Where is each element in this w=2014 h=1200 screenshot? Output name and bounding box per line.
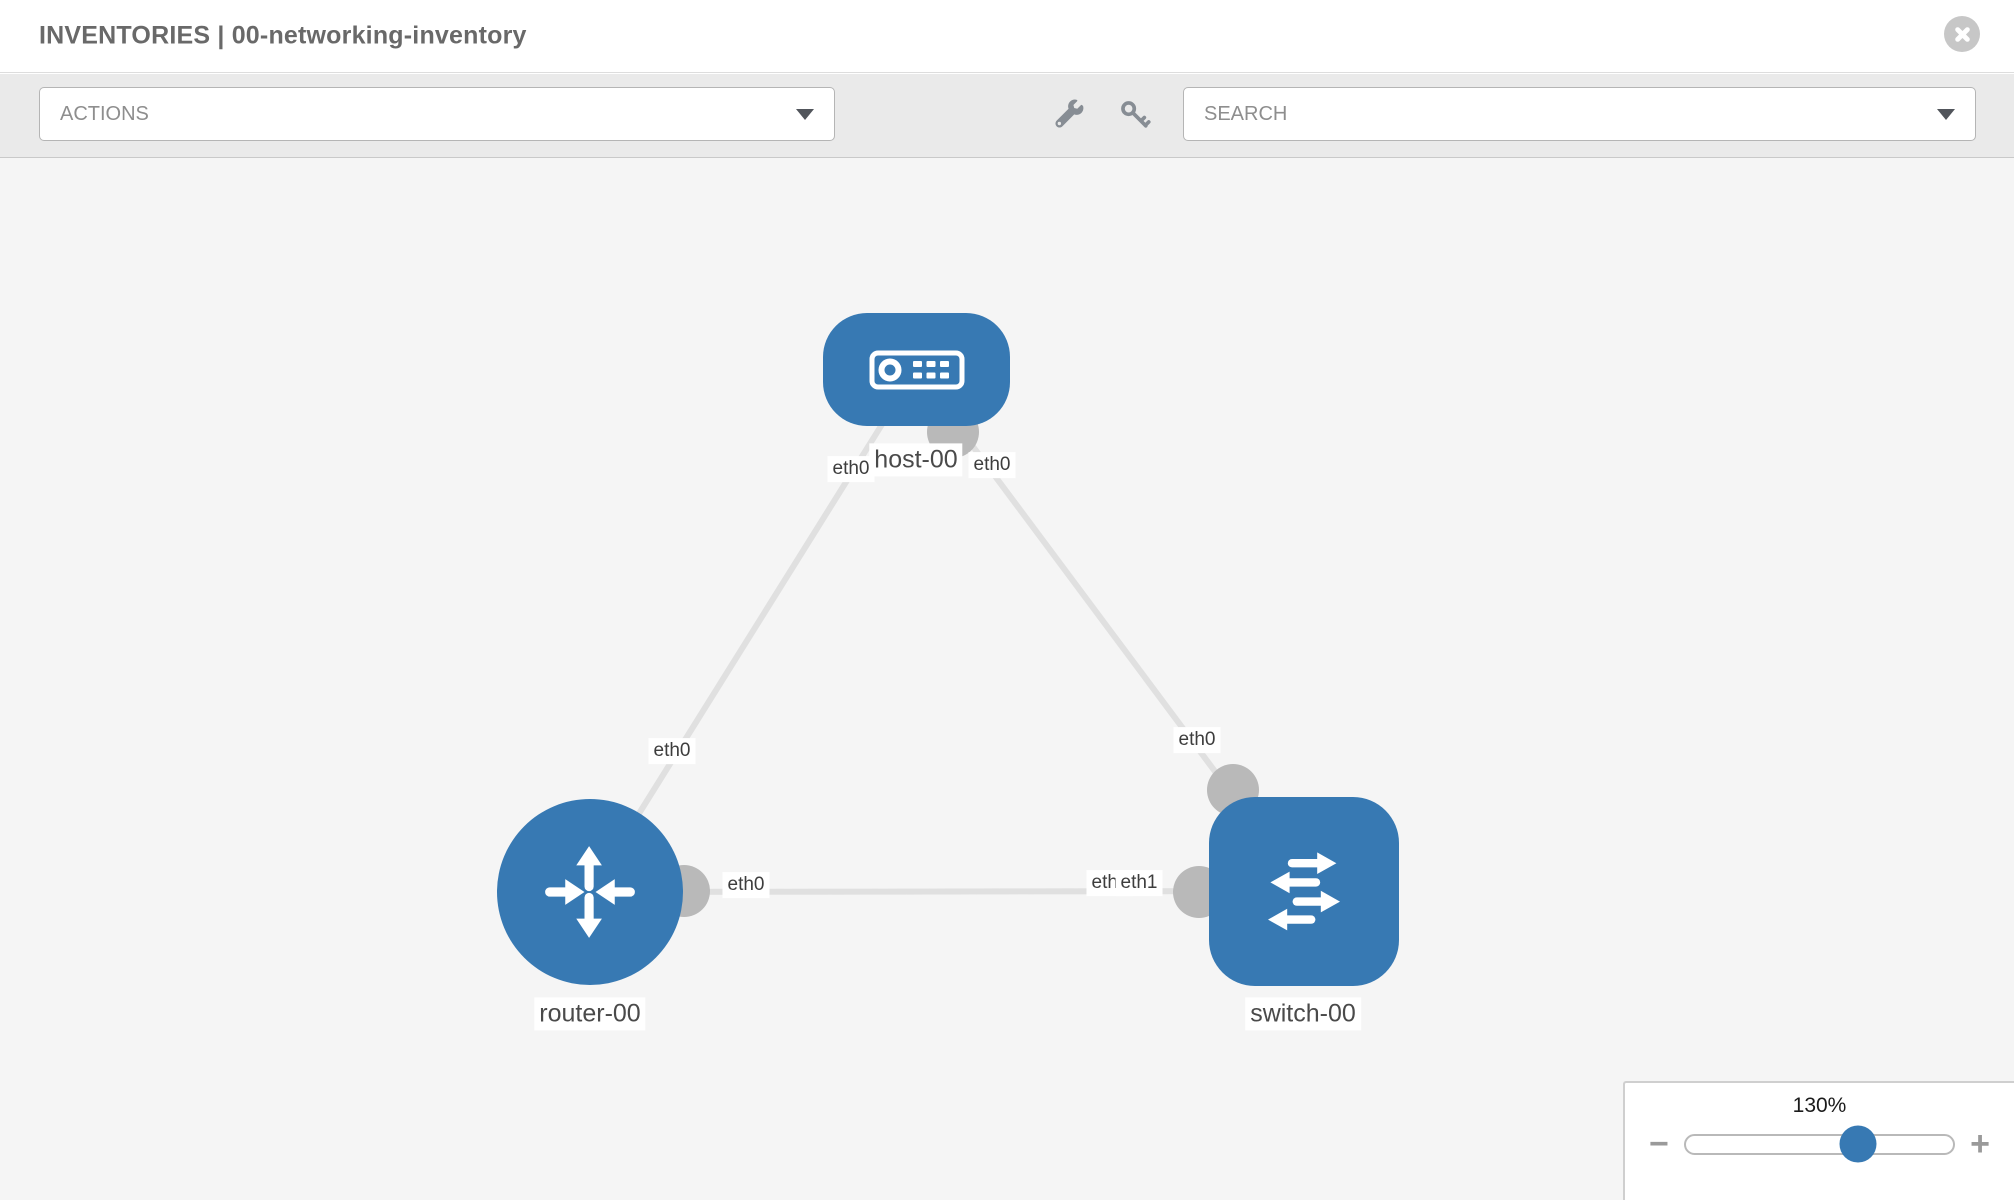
node-router-00[interactable]	[497, 799, 683, 985]
page-title: INVENTORIES | 00-networking-inventory	[39, 21, 527, 50]
search-dropdown[interactable]: SEARCH	[1183, 87, 1976, 141]
links-layer	[587, 368, 1307, 918]
node-label-router-00: router-00	[534, 997, 646, 1031]
chevron-down-icon	[1937, 109, 1955, 120]
host-icon	[869, 350, 964, 389]
node-host-00[interactable]	[823, 313, 1010, 426]
zoom-slider-track[interactable]	[1683, 1125, 1956, 1163]
interface-label-switch-eth1: eth1	[1115, 870, 1163, 896]
zoom-out-button[interactable]: −	[1649, 1125, 1669, 1163]
header-bar: INVENTORIES | 00-networking-inventory	[0, 0, 2014, 73]
chevron-down-icon	[796, 109, 814, 120]
actions-dropdown-label: ACTIONS	[60, 102, 149, 125]
zoom-panel: 130% − +	[1623, 1081, 2014, 1200]
interface-label-router-to-switch: eth0	[722, 872, 770, 898]
wrench-icon[interactable]	[1051, 98, 1085, 132]
interface-label-host-to-router: eth0	[827, 456, 875, 482]
key-icon[interactable]	[1118, 98, 1152, 132]
search-dropdown-label: SEARCH	[1204, 102, 1288, 125]
topology-canvas[interactable]: host-00 router-00 switch-00 eth0 eth0 et…	[0, 158, 2014, 1200]
zoom-slider-handle[interactable]	[1839, 1125, 1877, 1163]
close-button[interactable]	[1944, 16, 1980, 52]
node-label-switch-00: switch-00	[1245, 997, 1361, 1031]
zoom-level-value: 130%	[1792, 1094, 1847, 1117]
toolbar: ACTIONS SEARCH	[0, 74, 2014, 158]
interface-label-host-to-switch: eth0	[968, 452, 1016, 478]
router-icon	[545, 846, 635, 938]
actions-dropdown[interactable]: ACTIONS	[39, 87, 835, 141]
node-switch-00[interactable]	[1209, 797, 1399, 986]
zoom-in-button[interactable]: +	[1970, 1125, 1990, 1163]
interface-label-router-to-host: eth0	[648, 738, 696, 764]
node-label-host-00: host-00	[869, 443, 963, 477]
interface-label-switch-to-host: eth0	[1173, 727, 1221, 753]
close-icon	[1954, 26, 1970, 42]
switch-icon	[1268, 851, 1340, 930]
